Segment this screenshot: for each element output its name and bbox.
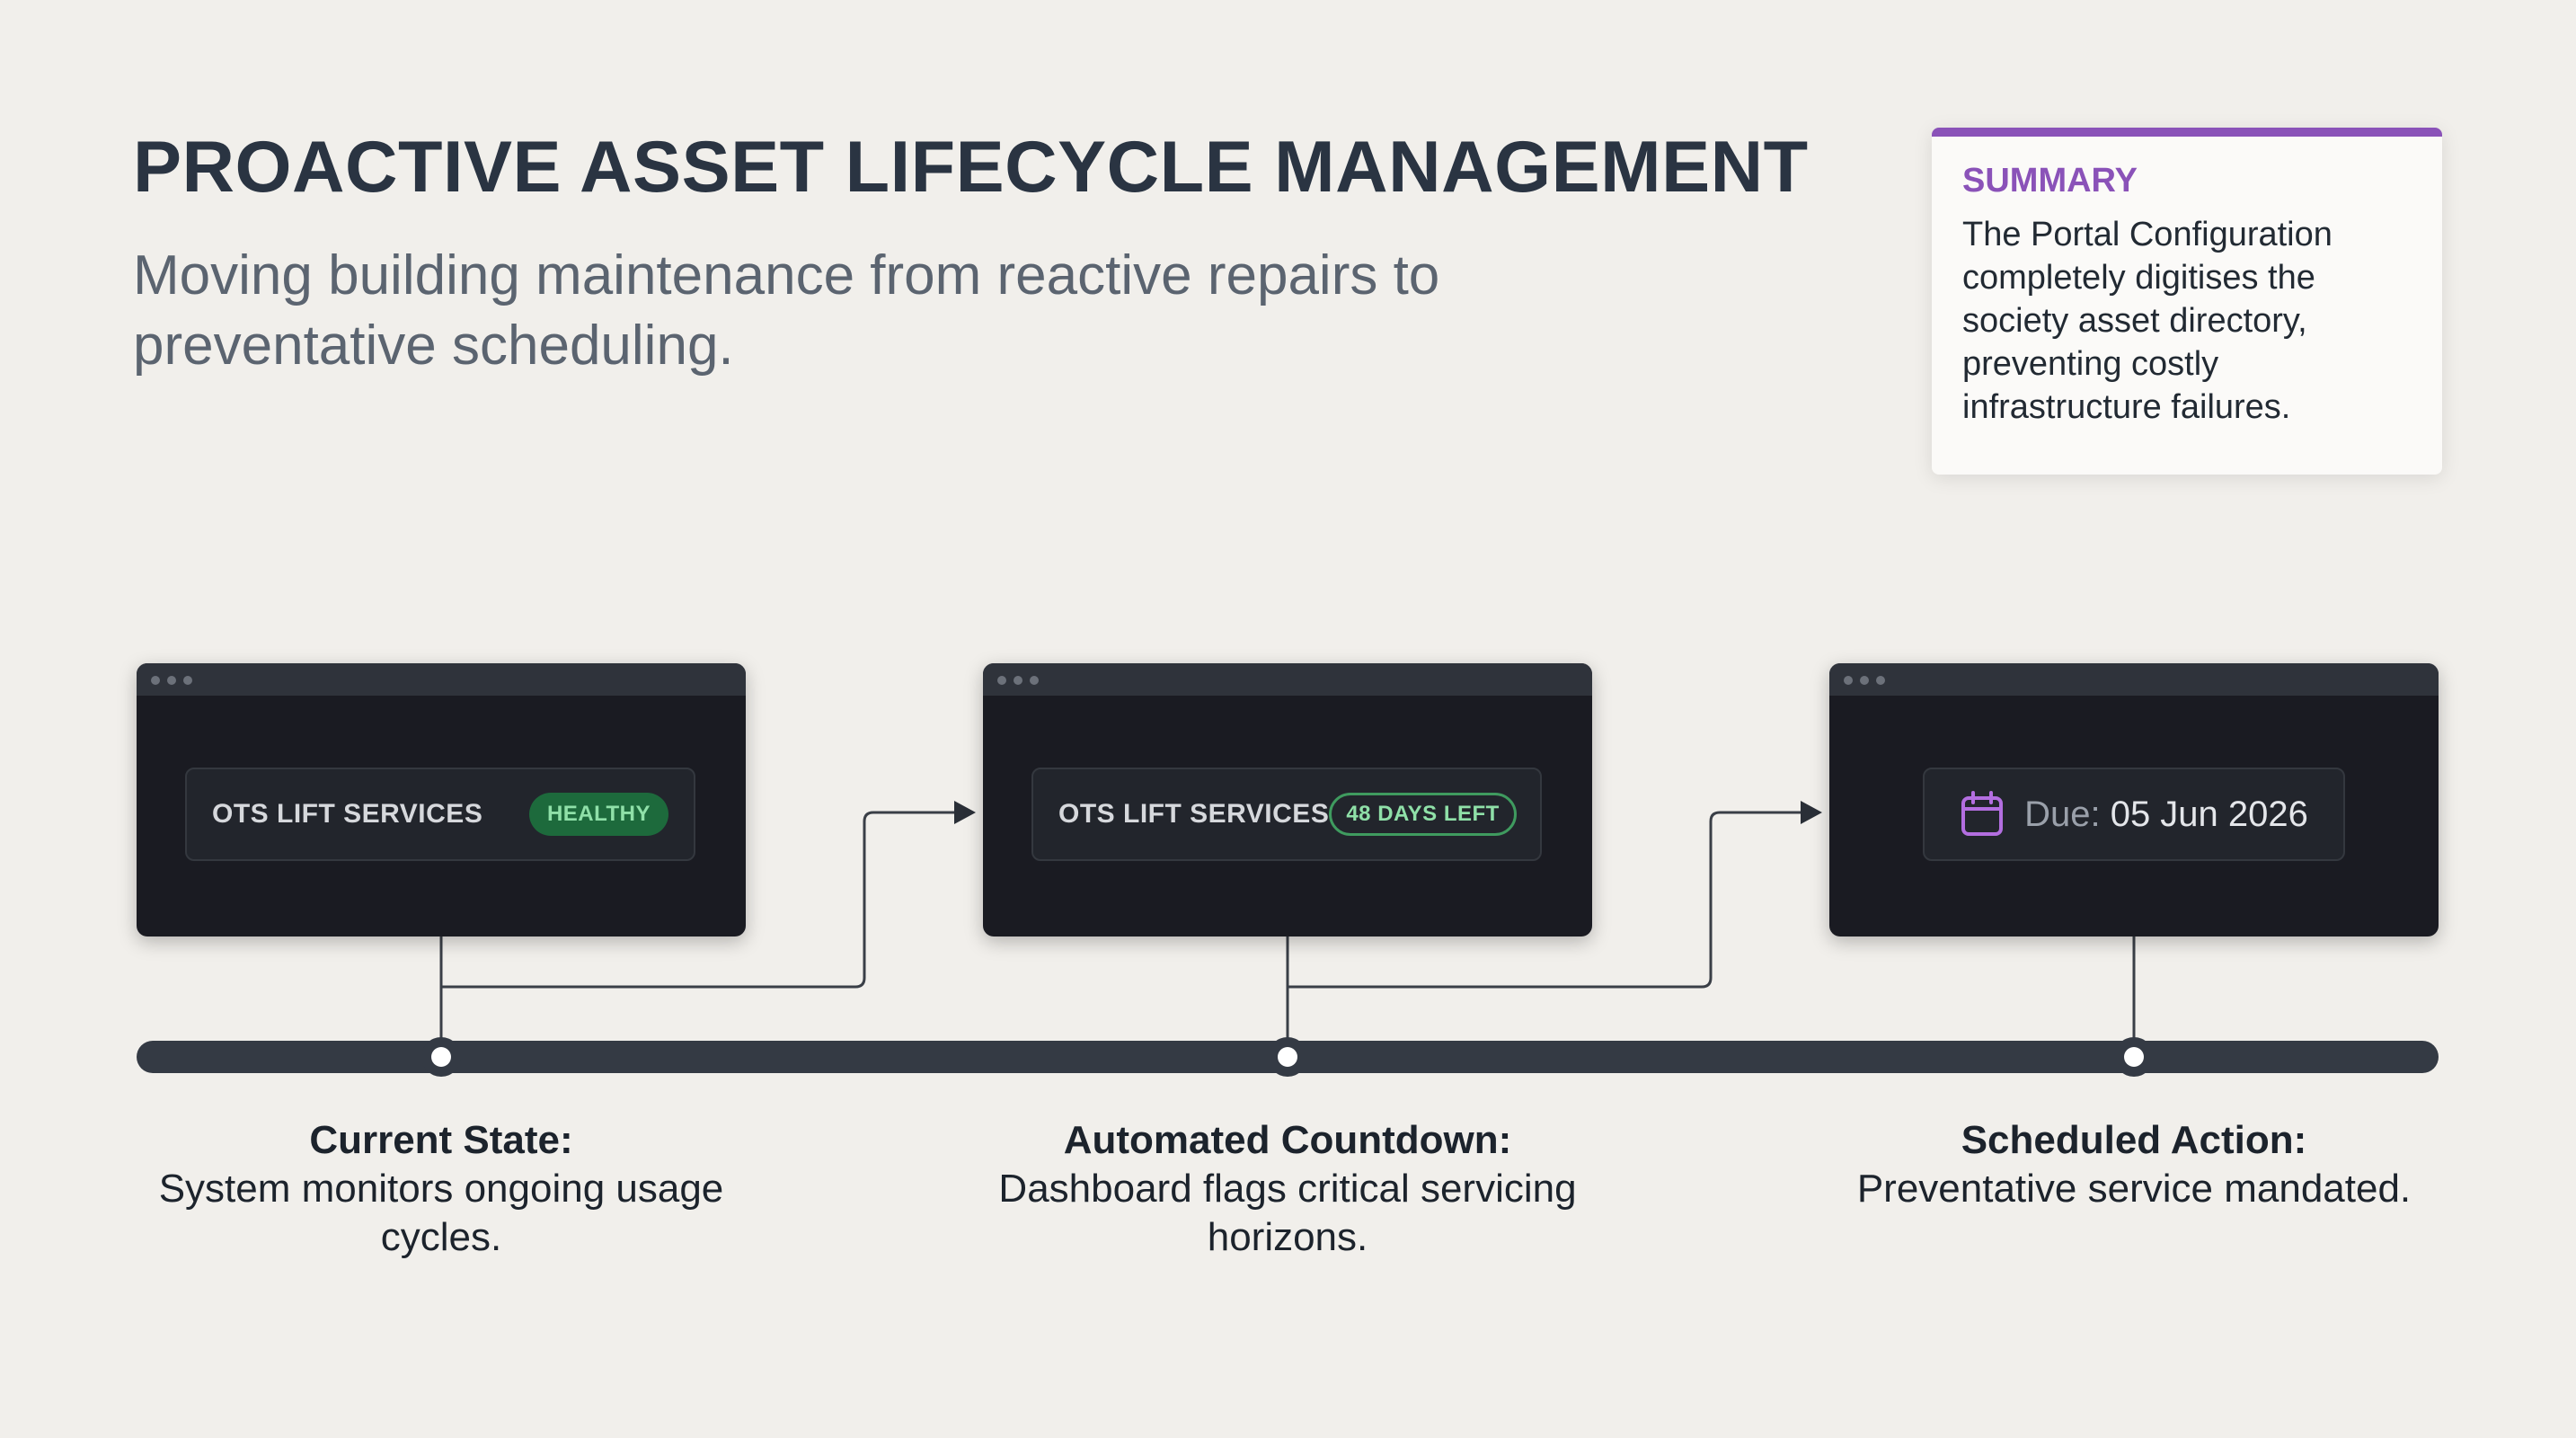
countdown-badge: 48 DAYS LEFT: [1329, 793, 1517, 836]
due-label: Due:: [2024, 794, 2101, 834]
window-dot-icon: [151, 676, 160, 685]
window-titlebar: [1829, 663, 2439, 696]
arrowhead-1: [954, 801, 976, 824]
stage-caption-1: Current State: System monitors ongoing u…: [127, 1116, 756, 1262]
caption-title: Automated Countdown:: [1063, 1118, 1512, 1162]
window-dot-icon: [1030, 676, 1039, 685]
caption-title: Current State:: [309, 1118, 573, 1162]
status-window-3: Due: 05 Jun 2026: [1829, 663, 2439, 936]
window-dot-icon: [997, 676, 1006, 685]
status-badge-healthy: HEALTHY: [528, 793, 668, 836]
status-window-2: OTS LIFT SERVICES 48 DAYS LEFT: [983, 663, 1592, 936]
window-dot-icon: [1844, 676, 1853, 685]
milestone-node-3-center: [2124, 1047, 2144, 1067]
page-title: PROACTIVE ASSET LIFECYCLE MANAGEMENT: [133, 127, 1809, 208]
stage-caption-2: Automated Countdown: Dashboard flags cri…: [973, 1116, 1602, 1262]
caption-text: Preventative service mandated.: [1856, 1167, 2412, 1211]
milestone-node-2-center: [1278, 1047, 1297, 1067]
window-dot-icon: [183, 676, 192, 685]
window-dot-icon: [1860, 676, 1869, 685]
asset-row[interactable]: OTS LIFT SERVICES 48 DAYS LEFT: [1031, 768, 1542, 861]
window-dot-icon: [167, 676, 176, 685]
asset-label: OTS LIFT SERVICES: [1058, 799, 1330, 829]
asset-label: OTS LIFT SERVICES: [212, 799, 483, 829]
connector-arrow-1: [441, 811, 960, 989]
summary-body: The Portal Configuration completely digi…: [1962, 216, 2333, 426]
milestone-node-1-center: [431, 1047, 451, 1067]
window-dot-icon: [1876, 676, 1885, 685]
caption-text: Dashboard flags critical servicing horiz…: [998, 1167, 1577, 1259]
summary-heading: SUMMARY: [1962, 162, 2138, 200]
due-text: Due: 05 Jun 2026: [2024, 794, 2308, 835]
caption-text: System monitors ongoing usage cycles.: [158, 1167, 724, 1259]
status-window-1: OTS LIFT SERVICES HEALTHY: [137, 663, 746, 936]
stage-caption-3: Scheduled Action: Preventative service m…: [1819, 1116, 2448, 1213]
window-dot-icon: [1014, 676, 1022, 685]
calendar-icon: [1961, 791, 2004, 836]
window-titlebar: [983, 663, 1592, 696]
summary-card: SUMMARY The Portal Configuration complet…: [1932, 128, 2442, 475]
caption-title: Scheduled Action:: [1961, 1118, 2307, 1162]
due-date: 05 Jun 2026: [2110, 794, 2308, 834]
window-titlebar: [137, 663, 746, 696]
connector-arrow-2: [1288, 811, 1806, 989]
due-date-row[interactable]: Due: 05 Jun 2026: [1923, 768, 2345, 861]
page-subtitle: Moving building maintenance from reactiv…: [133, 244, 1440, 377]
asset-row[interactable]: OTS LIFT SERVICES HEALTHY: [185, 768, 695, 861]
arrowhead-2: [1801, 801, 1822, 824]
